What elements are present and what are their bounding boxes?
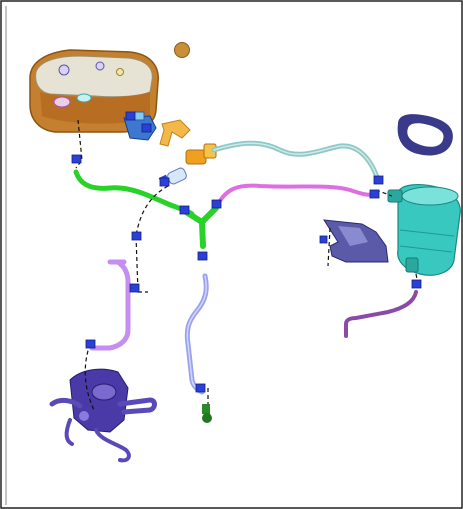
- connector-valve: [185, 143, 217, 165]
- clip-7: [131, 231, 142, 241]
- lilac-hose: [89, 259, 131, 351]
- teal-hose-highlight: [213, 142, 379, 181]
- leader-filter-to-lilac: [135, 185, 169, 237]
- clip-14: [319, 235, 328, 244]
- clip-11: [373, 175, 384, 185]
- green-y-connector: [183, 205, 219, 249]
- clip-12: [369, 189, 380, 199]
- purple-pipe: [344, 290, 418, 338]
- fuel-cap: [174, 42, 190, 58]
- clip-15: [125, 111, 136, 121]
- end-cap-green: [202, 404, 212, 423]
- throttle-body: [49, 368, 157, 463]
- clip-10: [195, 383, 206, 393]
- magenta-hose: [216, 183, 378, 206]
- clip-1: [71, 154, 82, 164]
- clip-4: [179, 205, 190, 215]
- clip-13: [411, 279, 422, 289]
- filler-bracket: [159, 119, 191, 147]
- canister-bracket: [323, 219, 389, 263]
- clip-8: [129, 283, 140, 293]
- clip-2: [141, 123, 152, 133]
- fuel-tank: [29, 49, 159, 133]
- leader-lilac-to-throttle: [84, 343, 95, 411]
- clip-9: [85, 339, 96, 349]
- clip-6: [197, 251, 208, 261]
- clip-5: [211, 199, 222, 209]
- canister: [387, 184, 461, 276]
- clamp-ring: [397, 114, 453, 156]
- hose-clips: [71, 111, 422, 393]
- leader-bracket: [327, 227, 331, 267]
- clip-3: [159, 177, 170, 187]
